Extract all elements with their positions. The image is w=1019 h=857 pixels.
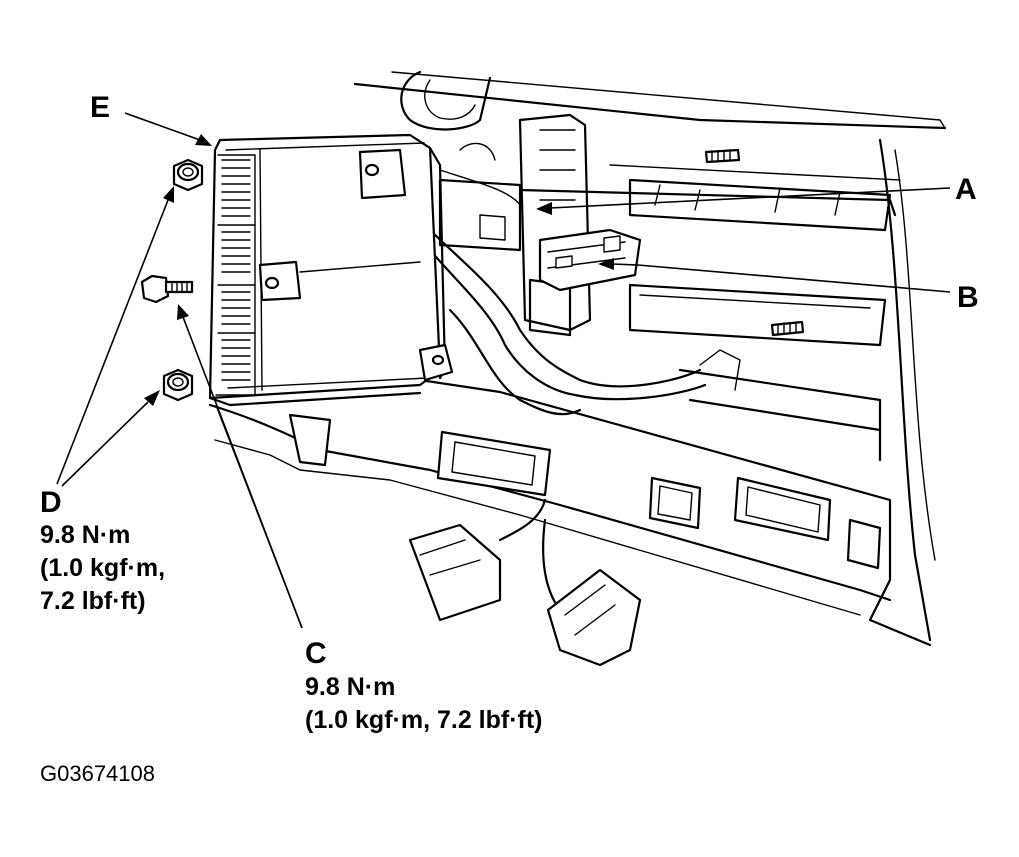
dashboard-frame xyxy=(353,70,947,642)
callout-a: A xyxy=(955,173,977,206)
control-unit-e xyxy=(208,133,454,407)
callout-d: D xyxy=(40,486,62,519)
torque-c-line1: 9.8 N·m xyxy=(305,673,396,701)
connector-pins xyxy=(215,154,256,396)
connector-b xyxy=(538,228,642,292)
hanging-connectors xyxy=(408,498,642,667)
lower-dash-panel xyxy=(208,349,932,647)
callout-c: C xyxy=(305,637,327,670)
nut-d-bottom xyxy=(162,368,194,402)
bolt-c xyxy=(140,274,194,304)
callout-e: E xyxy=(90,91,111,124)
torque-d-line2: (1.0 kgf·m, xyxy=(40,554,166,582)
torque-d-line1: 9.8 N·m xyxy=(40,521,131,549)
torque-d-line3: 7.2 lbf·ft) xyxy=(40,587,146,615)
figure-code: G03674108 xyxy=(40,761,155,786)
wiring-harness xyxy=(428,113,707,416)
background-studs xyxy=(704,148,805,337)
nut-d-top xyxy=(172,158,204,192)
torque-c-line2: (1.0 kgf·m, 7.2 lbf·ft) xyxy=(305,706,543,734)
callout-b: B xyxy=(957,281,979,314)
leader-lines xyxy=(56,112,951,629)
